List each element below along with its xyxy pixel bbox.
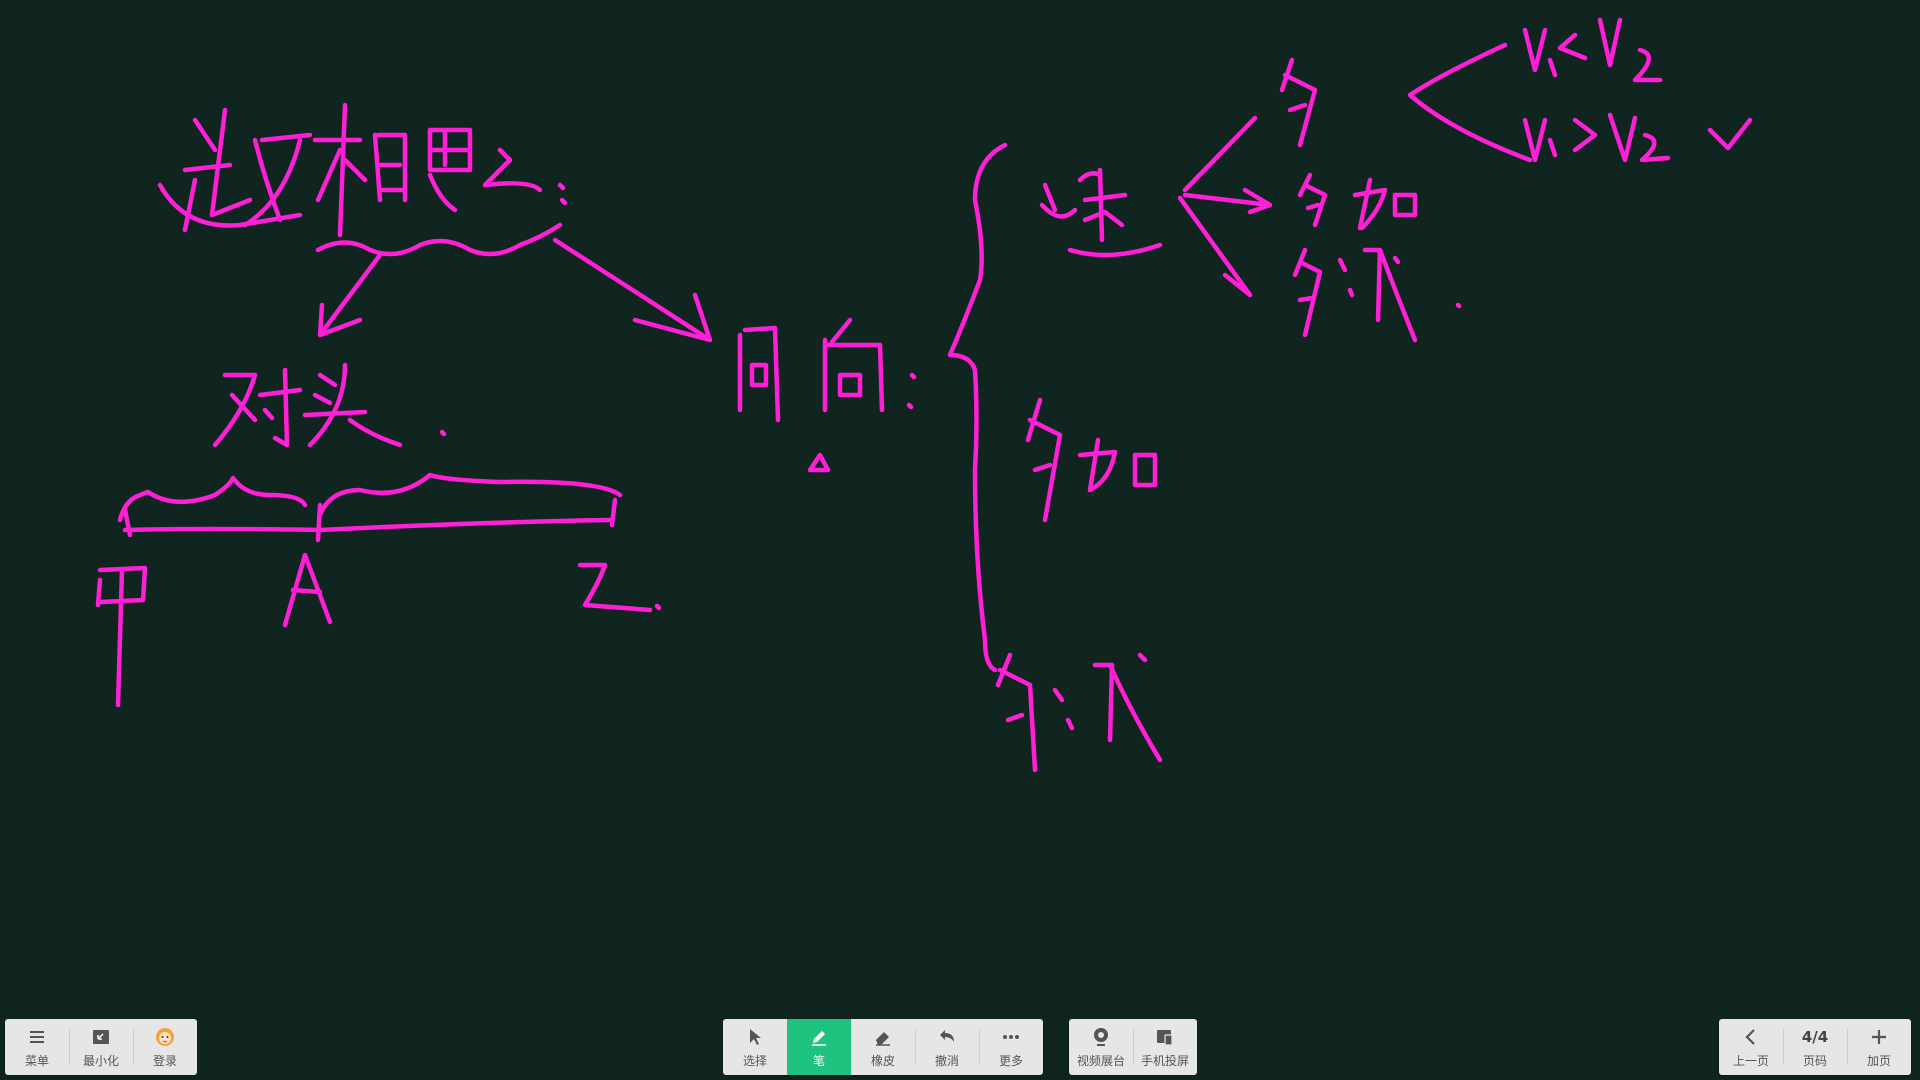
undo-icon <box>936 1026 958 1048</box>
left-toolbar: 菜单 最小化 登录 <box>5 1019 197 1075</box>
undo-label: 撤消 <box>934 1053 959 1068</box>
chevron-left-icon <box>1740 1026 1762 1048</box>
handwriting-compare-brace <box>1407 42 1533 163</box>
handwriting-yunjia-2 <box>1025 397 1158 523</box>
handwriting-big-brace <box>947 142 1008 673</box>
camera-icon <box>1090 1026 1112 1048</box>
login-button[interactable]: 登录 <box>133 1019 197 1075</box>
handwriting-segment <box>122 497 618 543</box>
handwriting-checkmark <box>1707 117 1753 151</box>
page-indicator-value: 4/4 <box>1801 1027 1829 1046</box>
video-booth-button[interactable]: 视频展台 <box>1069 1019 1133 1075</box>
handwriting-branch-up <box>1182 115 1258 193</box>
select-tool-label: 选择 <box>742 1053 767 1068</box>
handwriting-yun-top <box>1279 57 1318 148</box>
eraser-tool-label: 橡皮 <box>870 1053 895 1068</box>
handwriting-yunjia-1 <box>1297 172 1418 231</box>
prev-page-button[interactable]: 上一页 <box>1719 1019 1783 1075</box>
pen-icon <box>808 1026 830 1048</box>
page-indicator-label: 页码 <box>1802 1053 1827 1068</box>
undo-button[interactable]: 撤消 <box>915 1019 979 1075</box>
phone-cast-icon <box>1154 1026 1176 1048</box>
menu-icon <box>26 1026 48 1048</box>
add-page-label: 加页 <box>1866 1053 1891 1068</box>
page-indicator-button[interactable]: 4/4 页码 <box>1783 1019 1847 1075</box>
phone-cast-label: 手机投屏 <box>1140 1053 1189 1068</box>
handwriting-branch-down <box>1177 195 1253 298</box>
select-tool-button[interactable]: 选择 <box>723 1019 787 1075</box>
handwriting-yi <box>577 562 662 613</box>
cursor-icon <box>744 1026 766 1048</box>
more-button[interactable]: 更多 <box>979 1019 1043 1075</box>
more-icon <box>1000 1026 1022 1048</box>
handwriting-dot <box>1455 302 1462 309</box>
add-page-button[interactable]: 加页 <box>1847 1019 1911 1075</box>
pen-tool-button[interactable]: 笔 <box>787 1019 851 1075</box>
menu-button[interactable]: 菜单 <box>5 1019 69 1075</box>
handwriting-duitou <box>212 362 447 448</box>
handwriting-brace-1 <box>117 475 308 523</box>
avatar-icon <box>154 1026 176 1048</box>
prev-page-label: 上一页 <box>1732 1053 1769 1068</box>
eraser-tool-button[interactable]: 橡皮 <box>851 1019 915 1075</box>
handwriting-yunjian-1 <box>1292 247 1418 343</box>
page-toolbar: 上一页 4/4 页码 加页 <box>1719 1019 1911 1075</box>
handwriting-tongxiang <box>737 317 917 473</box>
handwriting-yunjian-2 <box>995 652 1163 773</box>
handwriting-branch-mid <box>1182 187 1273 215</box>
handwriting-title-zhuiji-xiangyu <box>157 102 568 238</box>
phone-cast-button[interactable]: 手机投屏 <box>1133 1019 1197 1075</box>
handwriting-brace-2 <box>317 472 623 518</box>
media-toolbar: 视频展台 手机投屏 <box>1069 1019 1197 1075</box>
minimize-button[interactable]: 最小化 <box>69 1019 133 1075</box>
handwriting-arrow-right <box>552 237 713 343</box>
menu-label: 菜单 <box>24 1053 49 1068</box>
tool-toolbar: 选择 笔 橡皮 撤消 更多 <box>723 1019 1043 1075</box>
plus-icon <box>1868 1026 1890 1048</box>
handwriting-arrow-left <box>317 252 383 338</box>
handwriting-jia <box>95 565 148 708</box>
more-label: 更多 <box>998 1053 1023 1068</box>
login-label: 登录 <box>152 1053 177 1068</box>
handwriting-A <box>282 552 333 628</box>
handwriting-wavy-underline <box>315 222 563 257</box>
handwriting-yunsu <box>1039 167 1163 258</box>
handwriting-v1-gt-v2 <box>1522 112 1671 163</box>
video-booth-label: 视频展台 <box>1076 1053 1125 1068</box>
minimize-label: 最小化 <box>82 1053 119 1068</box>
pen-tool-label: 笔 <box>812 1053 825 1068</box>
handwriting-v1-lt-v2 <box>1522 17 1663 83</box>
minimize-icon <box>90 1026 112 1048</box>
eraser-icon <box>872 1026 894 1048</box>
